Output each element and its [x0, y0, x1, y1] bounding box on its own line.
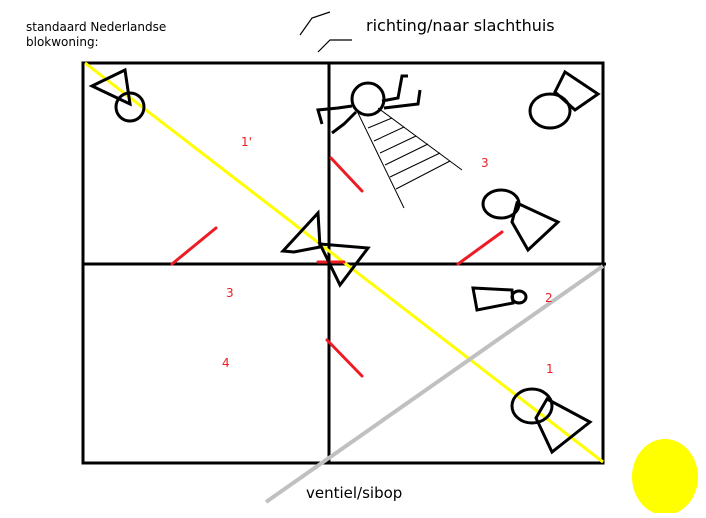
room-number-mid-left: 3	[226, 286, 234, 300]
room-number-mid-right: 2	[545, 291, 553, 305]
sun-icon	[632, 439, 698, 515]
figure-icon	[316, 74, 422, 135]
figure-icon	[471, 286, 528, 312]
room-number-bottom-right: 1	[546, 362, 554, 376]
vent-line	[264, 264, 605, 504]
room-number-top-right: 3	[481, 156, 489, 170]
title-line-1: standaard Nederlandse	[26, 20, 167, 34]
room-number-top-left: 1'	[241, 135, 252, 149]
roof-arrow-icon	[299, 11, 352, 53]
direction-label: richting/naar slachthuis	[366, 16, 555, 35]
figure-icon	[510, 387, 593, 455]
figure-icon	[279, 209, 371, 288]
figure-icon	[528, 69, 601, 130]
red-marks	[170, 156, 504, 378]
room-number-bottom-left: 4	[222, 356, 230, 370]
vent-label: ventiel/sibop	[306, 484, 403, 502]
figure-icon	[88, 67, 146, 123]
title-line-2: blokwoning:	[26, 35, 99, 49]
figure-icon	[481, 188, 561, 253]
staircase-icon	[357, 107, 463, 209]
